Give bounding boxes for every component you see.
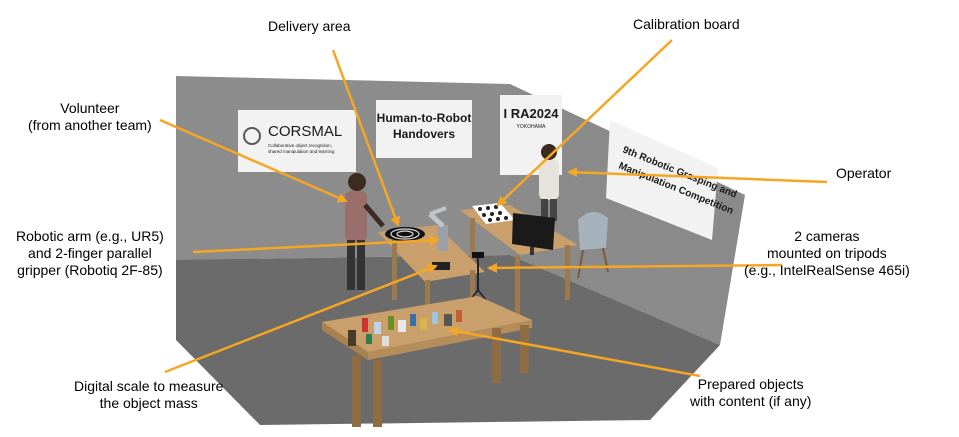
label-digital-scale-line-1: Digital scale to measure: [74, 378, 224, 394]
label-robotic-arm-line-3: gripper (Robotiq 2F-85): [17, 262, 163, 278]
chair: [577, 211, 609, 279]
corsmal-banner: CORSMAL Collaborative object recognition…: [238, 110, 356, 172]
digital-scale: [432, 262, 450, 270]
operator-figure: [539, 144, 559, 221]
label-delivery-area-text: Delivery area: [268, 18, 351, 34]
label-delivery-area: Delivery area: [268, 18, 350, 35]
arrow-prepared-objects: [448, 326, 701, 378]
label-calibration-board-text: Calibration board: [633, 16, 740, 32]
corsmal-tagline-1: Collaborative object recognition,: [268, 143, 332, 148]
volunteer-figure: [345, 173, 385, 290]
label-cameras-line-1: 2 cameras: [794, 228, 860, 244]
label-digital-scale: Digital scale to measure the object mass: [74, 378, 223, 412]
label-volunteer-line-1: Volunteer: [60, 100, 120, 116]
label-cameras-line-2: mounted on tripods: [766, 245, 887, 261]
corsmal-logo: [243, 127, 261, 145]
label-volunteer: Volunteer (from another team): [28, 100, 152, 134]
arrow-calibration-board: [496, 39, 673, 207]
label-robotic-arm: Robotic arm (e.g., UR5) and 2-finger par…: [16, 228, 164, 279]
label-robotic-arm-line-1: Robotic arm (e.g., UR5): [16, 228, 164, 244]
label-digital-scale-line-2: the object mass: [99, 395, 198, 411]
label-operator: Operator: [836, 165, 891, 182]
label-calibration-board: Calibration board: [633, 16, 740, 33]
arrow-volunteer: [159, 118, 348, 203]
corsmal-name: CORSMAL: [268, 123, 342, 140]
calibration-board: [472, 203, 515, 224]
corsmal-tagline-2: shared manipulation and learning: [268, 149, 335, 154]
label-volunteer-line-2: (from another team): [28, 117, 152, 133]
label-operator-text: Operator: [836, 165, 892, 181]
icra-title: I RA2024: [504, 106, 560, 121]
label-prepared-objects: Prepared objects with content (if any): [690, 376, 811, 410]
robotic-arm: [428, 206, 448, 251]
monitor: [512, 213, 555, 255]
arrow-cameras: [487, 262, 783, 273]
handovers-line-1: Human-to-Robot: [377, 111, 472, 125]
label-cameras-line-3: (e.g., IntelRealSense 465i): [744, 262, 910, 278]
arrow-operator: [567, 167, 828, 184]
arrow-robotic-arm: [192, 235, 440, 254]
arrow-delivery-area: [331, 49, 400, 227]
operator-table: [460, 203, 578, 320]
robot-table: [378, 206, 485, 330]
objects-table: [322, 296, 532, 427]
label-prepared-objects-line-1: Prepared objects: [697, 376, 804, 392]
handovers-banner: Human-to-Robot Handovers: [376, 100, 472, 158]
label-cameras: 2 cameras mounted on tripods (e.g., Inte…: [744, 228, 910, 279]
arrow-digital-scale: [164, 264, 438, 374]
annotation-arrows: [159, 39, 828, 378]
prepared-objects: [348, 310, 462, 346]
delivery-target: [385, 227, 425, 241]
icra-sub: YOKOHAMA: [517, 124, 547, 130]
handovers-line-2: Handovers: [393, 127, 455, 141]
label-prepared-objects-line-2: with content (if any): [690, 393, 812, 409]
label-robotic-arm-line-2: and 2-finger parallel: [28, 245, 152, 261]
